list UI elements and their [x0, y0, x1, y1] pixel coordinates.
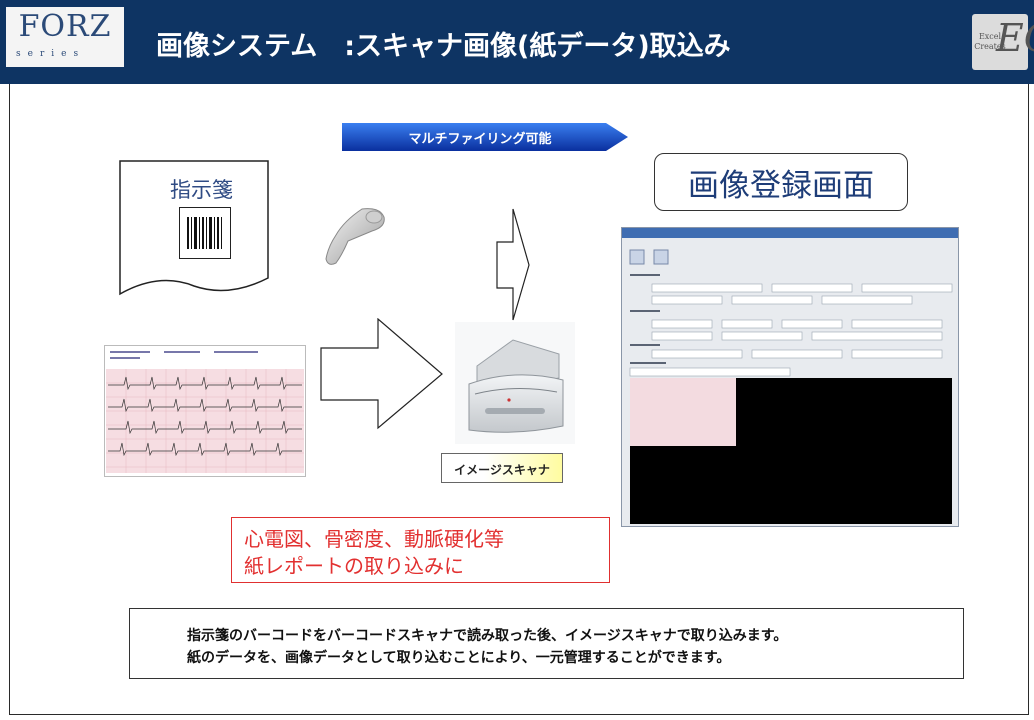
forz-logo: FORZ series — [6, 7, 124, 67]
usage-note: 心電図、骨密度、動脈硬化等 紙レポートの取り込みに — [231, 517, 610, 583]
ecg-sheet — [104, 345, 306, 477]
thumbnail-form — [629, 249, 953, 377]
thumbnail-ecg-preview — [630, 378, 736, 446]
content-frame — [9, 84, 1029, 715]
usage-note-line1: 心電図、骨密度、動脈硬化等 — [244, 527, 504, 551]
brand-mark: EC — [996, 16, 1034, 60]
caption-line2: 紙のデータを、画像データとして取り込むことにより、一元管理することができます。 — [187, 650, 731, 666]
document-scanner-icon — [455, 322, 575, 444]
image-registration-callout: 画像登録画面 — [654, 153, 908, 211]
scanner-label-text: イメージスキャナ — [454, 463, 550, 477]
description-caption: 指示箋のバーコードをバーコードスキャナで読み取った後、イメージスキャナで取り込み… — [129, 608, 964, 679]
callout-text: 画像登録画面 — [688, 168, 874, 204]
excel-creates-logo: Excel Creates EC — [972, 14, 1034, 70]
brand-small-text: Excel Creates — [974, 32, 1006, 51]
page-title: 画像システム :スキャナ画像(紙データ)取込み — [156, 31, 731, 62]
header-bar — [0, 0, 1034, 84]
banner-label: マルチファイリング可能 — [408, 132, 552, 147]
banner-arrow — [342, 123, 628, 151]
usage-note-line2: 紙レポートの取り込みに — [244, 554, 464, 578]
flow-arrow-right — [320, 318, 443, 430]
flow-arrow-right-narrow — [496, 208, 530, 321]
registration-screen-thumbnail — [621, 227, 959, 527]
caption-line1: 指示箋のバーコードをバーコードスキャナで読み取った後、イメージスキャナで取り込み… — [187, 628, 788, 644]
thumbnail-titlebar — [622, 228, 958, 238]
barcode-scanner-icon — [325, 208, 385, 265]
logo-sub: series — [16, 49, 86, 59]
scanner-label: イメージスキャナ — [441, 453, 563, 483]
barcode-icon — [179, 207, 231, 259]
instruction-slip-label: 指示箋 — [170, 178, 233, 202]
logo-text: FORZ — [18, 9, 112, 44]
